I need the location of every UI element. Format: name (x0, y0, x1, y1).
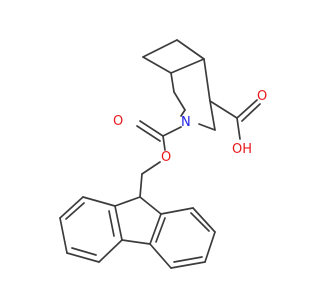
bond-bridge-c1-c4 (142, 56, 172, 74)
bond-bridge-c2-c3 (176, 39, 205, 60)
bond-n-ch2 (198, 123, 216, 131)
bond-l6 (82, 196, 116, 207)
bond-c9-left (114, 196, 141, 207)
bond-ch2-ch (209, 100, 216, 131)
bond-c9-right (139, 196, 162, 215)
structure-diagram: N O O O OH (59, 39, 267, 269)
atom-n-ring: N (181, 115, 191, 130)
bond-l2 (98, 239, 123, 263)
bond-l3-double (71, 247, 97, 256)
bond-l1 (114, 205, 123, 241)
atom-o-carbamate-carbonyl: O (113, 114, 123, 129)
bond-r6 (160, 207, 194, 215)
bond-r3-double (173, 256, 203, 263)
bond-carbonyl-o-2 (136, 125, 161, 142)
bond-r3 (170, 261, 206, 269)
bond-r5 (192, 207, 216, 233)
bond-cooh-c-o-2 (241, 103, 261, 122)
atom-o-carbamate-ester: O (161, 150, 171, 165)
atom-oh-acid: OH (232, 142, 252, 157)
bond-l4 (59, 217, 68, 254)
bond-l5-double (65, 202, 85, 220)
bond-r1 (149, 213, 162, 245)
bond-ch2-c9 (139, 173, 143, 198)
bond-carbonyl-o-1 (139, 120, 164, 137)
bond-oester-ch2 (141, 161, 161, 175)
bond-bridgehead-c1 (170, 72, 175, 93)
bond-l5 (59, 196, 84, 219)
bond-ch-cooh (209, 100, 238, 119)
bond-carbonyl-oester (162, 135, 166, 151)
bond-bridge-c4-c3 (170, 58, 205, 74)
bond-cooh-c-o-1 (236, 99, 258, 119)
bond-cooh-c-oh (236, 117, 241, 140)
atom-o-acid-carbonyl: O (257, 89, 267, 104)
bond-r5-double (190, 212, 210, 232)
bond-c6-n (180, 109, 186, 117)
bond-bridgehead-c3 (203, 58, 211, 102)
bond-n-carbonyl (162, 126, 182, 137)
molecule-svg: N O O O OH (59, 39, 267, 269)
bond-biaryl (121, 239, 151, 245)
bond-c5-c6 (173, 91, 186, 111)
bond-l3 (66, 252, 100, 263)
bond-r4 (204, 231, 216, 263)
bond-r1-double (155, 217, 166, 243)
bond-r2 (149, 243, 172, 269)
bond-l1-double (108, 210, 115, 237)
bond-bridge-c1-c2 (142, 39, 178, 58)
